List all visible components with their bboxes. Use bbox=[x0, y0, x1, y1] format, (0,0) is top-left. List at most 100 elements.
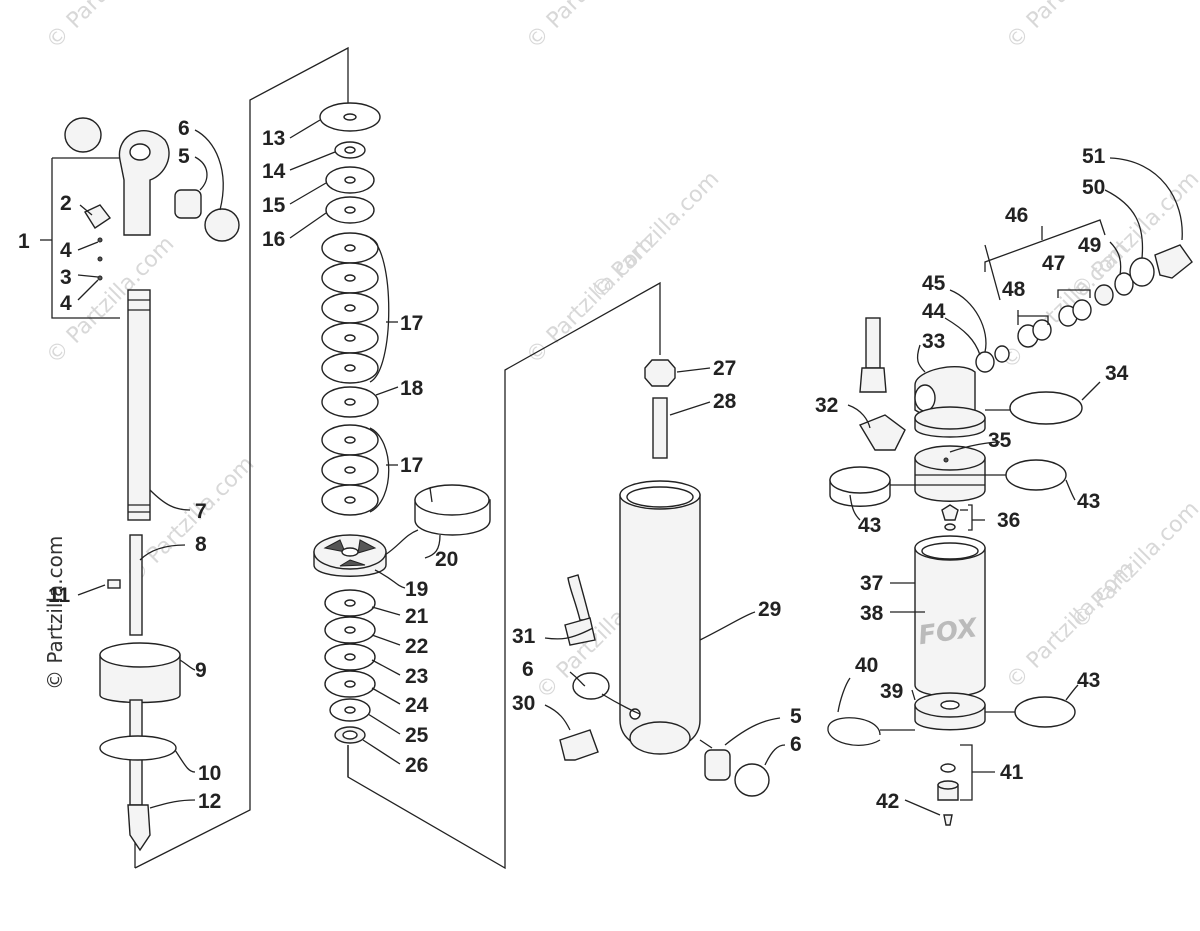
shim-stack bbox=[289, 102, 491, 765]
callout-39: 39 bbox=[880, 680, 903, 703]
elbow-30-part bbox=[559, 729, 599, 761]
callout-2: 2 bbox=[60, 192, 72, 215]
hose-part bbox=[865, 317, 881, 369]
callout-7: 7 bbox=[195, 500, 207, 523]
callout-6c: 6 bbox=[790, 733, 802, 756]
callout-19: 19 bbox=[405, 578, 428, 601]
elbow-32-part bbox=[858, 414, 906, 451]
shim-group-17-upper bbox=[321, 232, 379, 384]
callout-22: 22 bbox=[405, 635, 428, 658]
o-ring-part-2 bbox=[204, 208, 240, 242]
callout-1: 1 bbox=[18, 230, 30, 253]
callout-48: 48 bbox=[1002, 278, 1026, 301]
watermark-2: © Partzilla.com bbox=[522, 0, 660, 54]
callout-6a: 6 bbox=[178, 117, 190, 140]
callout-27: 27 bbox=[713, 357, 736, 380]
callout-45: 45 bbox=[922, 272, 946, 295]
callout-15: 15 bbox=[262, 194, 286, 217]
fitting-12-part bbox=[127, 804, 151, 852]
callout-44: 44 bbox=[922, 300, 946, 323]
callout-17a: 17 bbox=[400, 312, 423, 335]
shim-group-17-lower bbox=[321, 424, 379, 516]
screw-part bbox=[107, 579, 121, 589]
callout-6b: 6 bbox=[522, 658, 534, 681]
callout-9: 9 bbox=[195, 659, 207, 682]
watermark-6: © Partzilla.com bbox=[587, 167, 725, 305]
callout-23: 23 bbox=[405, 665, 428, 688]
callout-31: 31 bbox=[512, 625, 536, 648]
o-ring-50-part bbox=[1129, 257, 1155, 287]
callout-41: 41 bbox=[1000, 761, 1024, 784]
piston-band-20-part bbox=[414, 484, 491, 536]
o-ring-34-part bbox=[1009, 391, 1083, 425]
callout-37: 37 bbox=[860, 572, 883, 595]
callout-36: 36 bbox=[997, 509, 1020, 532]
callout-3: 3 bbox=[60, 266, 72, 289]
callout-32: 32 bbox=[815, 394, 838, 417]
callout-20: 20 bbox=[435, 548, 458, 571]
callout-5a: 5 bbox=[178, 145, 190, 168]
callout-16: 16 bbox=[262, 228, 285, 251]
callout-50: 50 bbox=[1082, 176, 1105, 199]
callout-28: 28 bbox=[713, 390, 737, 413]
grease-fitting-part bbox=[83, 204, 112, 229]
o-ring-6-part bbox=[572, 672, 610, 700]
callout-14: 14 bbox=[262, 160, 286, 183]
callout-8: 8 bbox=[195, 533, 207, 556]
watermark-1: © Partzilla.com bbox=[42, 0, 180, 54]
callout-33: 33 bbox=[922, 330, 945, 353]
watermark-12: © Partzilla.com bbox=[1067, 497, 1200, 635]
callout-43a: 43 bbox=[1077, 490, 1100, 513]
callout-34: 34 bbox=[1105, 362, 1129, 385]
callout-5b: 5 bbox=[790, 705, 802, 728]
o-ring-part bbox=[64, 117, 102, 153]
callout-10: 10 bbox=[198, 762, 221, 785]
callout-43c: 43 bbox=[1077, 669, 1100, 692]
nut-27-part bbox=[644, 359, 676, 387]
o-ring-44-part bbox=[975, 351, 995, 373]
callout-11: 11 bbox=[48, 584, 71, 607]
shaft-part bbox=[127, 289, 151, 521]
shock-body bbox=[544, 359, 786, 797]
callout-46: 46 bbox=[1005, 204, 1028, 227]
screw-42-part bbox=[943, 814, 953, 826]
callout-38: 38 bbox=[860, 602, 884, 625]
callout-40: 40 bbox=[855, 654, 878, 677]
callout-26: 26 bbox=[405, 754, 428, 777]
callout-35: 35 bbox=[988, 429, 1012, 452]
piston-19-part bbox=[313, 534, 387, 577]
callout-42: 42 bbox=[876, 790, 899, 813]
washer-10-part bbox=[99, 735, 177, 761]
rod-part bbox=[129, 534, 143, 636]
snap-ring-40-part bbox=[827, 717, 881, 746]
callout-24: 24 bbox=[405, 694, 429, 717]
o-ring-6b-part bbox=[734, 763, 770, 797]
shaft-assembly bbox=[40, 117, 240, 852]
callout-51: 51 bbox=[1082, 145, 1106, 168]
seal-43-lower-part bbox=[1014, 696, 1076, 728]
callout-30: 30 bbox=[512, 692, 535, 715]
bushing-5-part bbox=[704, 749, 731, 781]
callout-29: 29 bbox=[758, 598, 781, 621]
callout-4a: 4 bbox=[60, 239, 72, 262]
fitting-31-part bbox=[564, 617, 596, 646]
reservoir-assembly: FOX bbox=[827, 157, 1193, 826]
callout-49: 49 bbox=[1078, 234, 1101, 257]
bolt-28-part bbox=[652, 397, 668, 459]
callout-18: 18 bbox=[400, 377, 424, 400]
callout-4b: 4 bbox=[60, 292, 72, 315]
callout-43b: 43 bbox=[858, 514, 881, 537]
bushing-part bbox=[174, 189, 202, 219]
callout-17b: 17 bbox=[400, 454, 423, 477]
callout-12: 12 bbox=[198, 790, 221, 813]
washer-45-part bbox=[994, 345, 1010, 363]
callout-21: 21 bbox=[405, 605, 429, 628]
cap-51-part bbox=[1154, 244, 1193, 279]
seal-43-right-part bbox=[1005, 459, 1067, 491]
callout-47: 47 bbox=[1042, 252, 1065, 275]
callout-labels: 1 2 4 3 4 6 5 7 8 11 9 10 12 13 14 15 16… bbox=[18, 117, 1129, 813]
watermark-side: © Partzilla.com bbox=[43, 536, 67, 690]
watermark-3: © Partzilla.com bbox=[1002, 0, 1140, 54]
callout-25: 25 bbox=[405, 724, 429, 747]
